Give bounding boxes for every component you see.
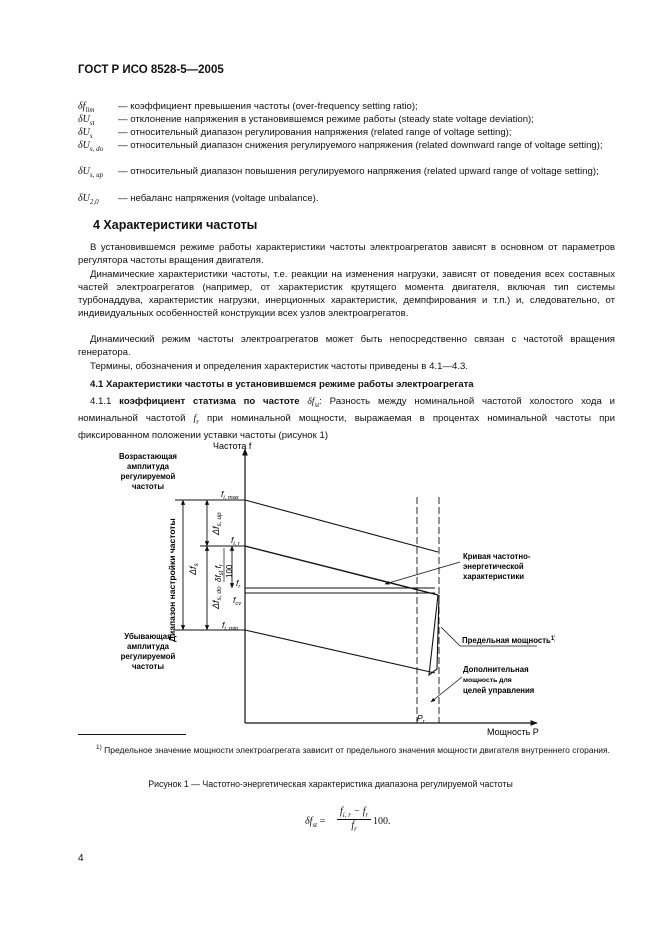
footnote-divider [78, 734, 186, 735]
svg-text:δfst fr: δfst fr [214, 563, 225, 582]
abbr-item: δUst — отклонение напряжения в установив… [78, 114, 534, 127]
svg-text:Дополнительная: Дополнительная [463, 665, 529, 674]
page-number: 4 [78, 853, 84, 864]
curve-limit-drop [428, 594, 440, 677]
svg-text:амплитуда: амплитуда [127, 462, 170, 471]
svg-text:частоты: частоты [132, 662, 164, 671]
curve-min [244, 629, 436, 674]
svg-text:fi, r: fi, r [231, 535, 241, 547]
svg-text:энергетической: энергетической [463, 562, 524, 571]
abbr-item: δUs — относительный диапазон регулирован… [78, 127, 512, 140]
subsection-title: 4.1 Характеристики частоты в установивше… [90, 379, 474, 390]
abbr-item: δUs, up — относительный диапазон повышен… [78, 166, 599, 179]
svg-text:регулируемой: регулируемой [121, 652, 176, 661]
svg-text:целей управления: целей управления [463, 686, 534, 695]
paragraph: В установившемся режиме работы характери… [78, 242, 615, 266]
svg-text:Предельная мощность1): Предельная мощность1) [462, 636, 555, 645]
svg-text:fi, max: fi, max [221, 489, 240, 501]
svg-text:100: 100 [225, 564, 234, 578]
frequency-power-diagram: Частота f Мощность P Диапазон настройки … [119, 441, 555, 737]
delta-fdo-label: Δfs, do [211, 586, 223, 610]
svg-text:fr: fr [236, 578, 241, 590]
section-title: 4 Характеристики частоты [93, 218, 258, 232]
delta-fup-label: Δfs, up [211, 512, 223, 536]
svg-text:fcv: fcv [233, 595, 242, 607]
svg-text:регулируемой: регулируемой [121, 472, 176, 481]
svg-text:Возрастающая: Возрастающая [119, 452, 177, 461]
definition-paragraph: 4.1.1 коэффициент статизма по частоте δf… [78, 396, 615, 441]
curve-rated [244, 545, 439, 596]
paragraph: Термины, обозначения и определения харак… [90, 361, 469, 372]
abbr-item: δUs, do — относительный диапазон снижени… [78, 140, 603, 153]
svg-text:Убывающая: Убывающая [124, 632, 171, 641]
svg-text:мощность для: мощность для [463, 677, 512, 684]
x-axis-label: Мощность P [487, 727, 539, 737]
y-axis-label: Частота f [213, 441, 252, 451]
svg-text:Кривая частотно-: Кривая частотно- [463, 552, 531, 561]
svg-text:fi, min: fi, min [222, 620, 238, 632]
document-id: ГОСТ Р ИСО 8528-5—2005 [78, 64, 224, 76]
curve-max [244, 499, 439, 553]
paragraph: Динамический режим частоты электроагрега… [78, 334, 615, 358]
svg-text:амплитуда: амплитуда [127, 642, 170, 651]
abbr-item: δflim — коэффициент превышения частоты (… [78, 101, 418, 114]
figure-caption: Рисунок 1 — Частотно-энергетическая хара… [148, 779, 513, 789]
paragraph: Динамические характеристики частоты, т.е… [78, 269, 615, 319]
abbr-item: δU2,0 — небаланс напряжения (voltage unb… [78, 193, 319, 206]
range-label: Диапазон настройки частоты [167, 518, 177, 642]
svg-text:частоты: частоты [132, 482, 164, 491]
svg-text:характеристики: характеристики [463, 572, 524, 581]
delta-fst-expression: δfst fr 100 [214, 548, 234, 582]
delta-fs-label: Δfs [188, 562, 200, 576]
svg-text:Pr: Pr [417, 713, 426, 725]
footnote: 1) Предельное значение мощности электроа… [96, 744, 610, 755]
